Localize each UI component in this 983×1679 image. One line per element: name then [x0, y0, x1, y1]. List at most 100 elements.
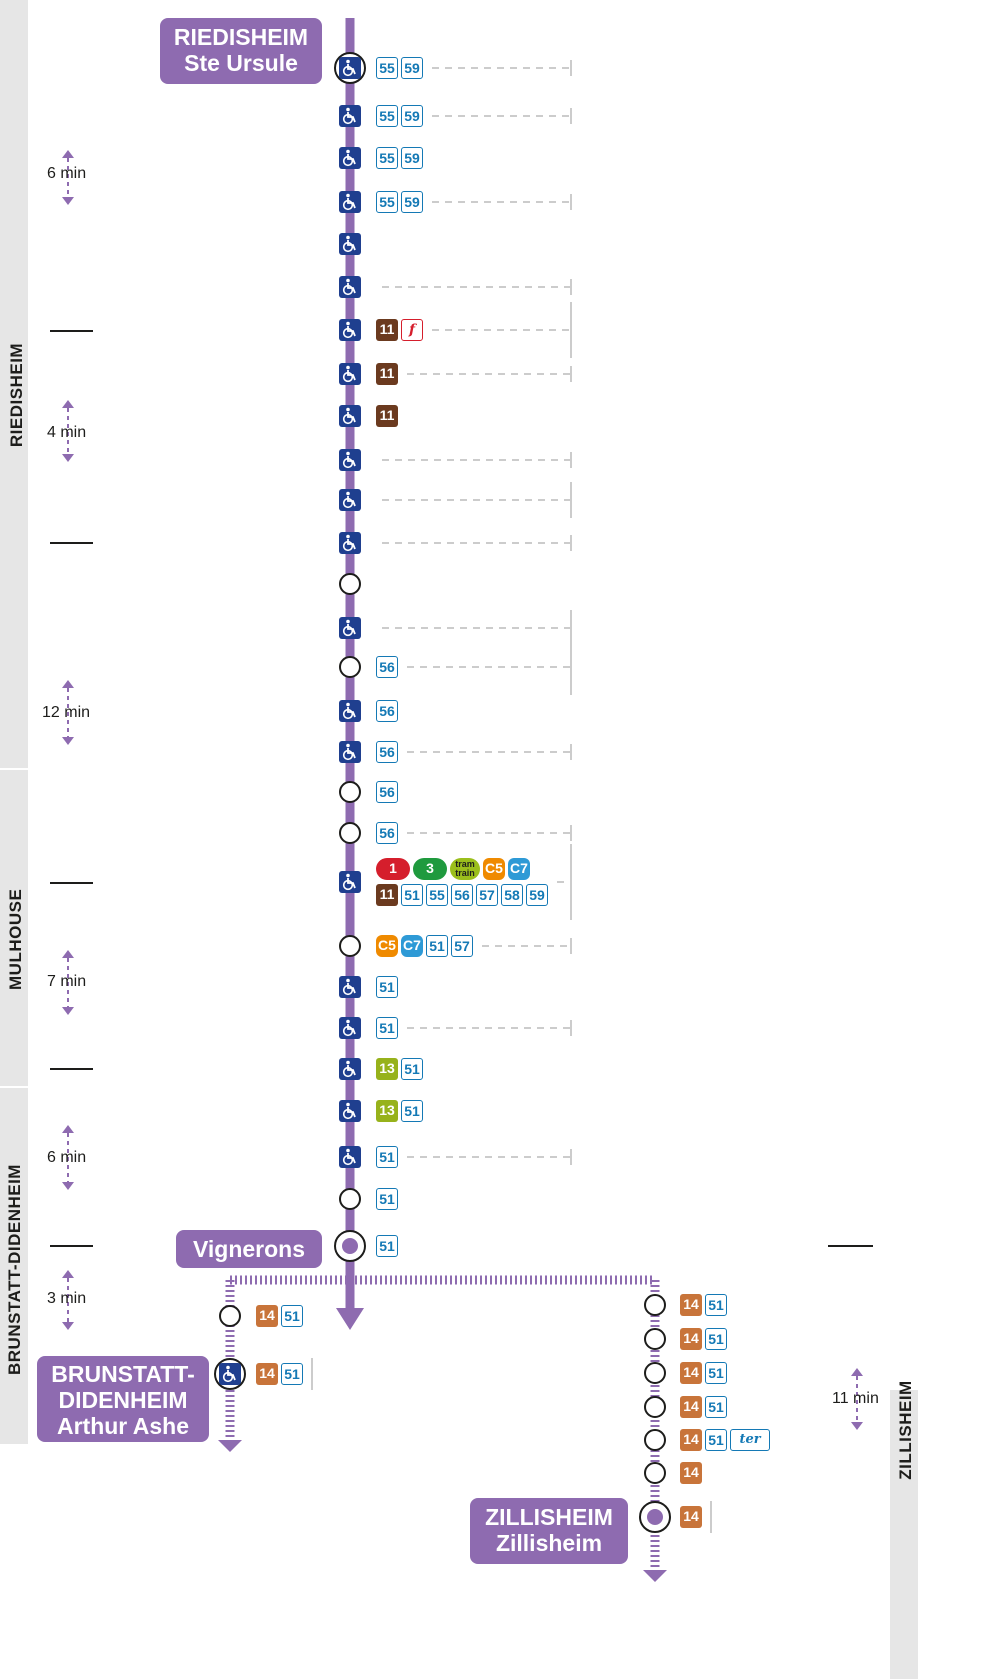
line-59-badge[interactable]: 59	[401, 105, 423, 127]
line-59-badge[interactable]: 59	[401, 57, 423, 79]
line-11-badge[interactable]: 11	[376, 884, 398, 906]
line-51-badge[interactable]: 51	[376, 976, 398, 998]
municipality-band-mulhouse	[0, 770, 28, 1086]
line-14-badge[interactable]: 14	[256, 1305, 278, 1327]
terminal-north[interactable]: RIEDISHEIM Ste Ursule	[160, 18, 322, 84]
time-arrow-up-icon	[62, 150, 74, 158]
line-57-badge[interactable]: 57	[451, 935, 473, 957]
line-59-badge[interactable]: 59	[401, 147, 423, 169]
line-56-badge[interactable]: 56	[376, 781, 398, 803]
wheelchair-icon	[342, 978, 356, 996]
line-3-badge[interactable]: 3	[413, 858, 447, 880]
terminal-brunstatt-stop: Arthur Ashe	[56, 1413, 190, 1439]
line-51-badge[interactable]: 51	[376, 1146, 398, 1168]
line-51-badge[interactable]: 51	[401, 1058, 423, 1080]
line-55-badge[interactable]: 55	[426, 884, 448, 906]
line-51-badge[interactable]: 51	[426, 935, 448, 957]
line-11-badge[interactable]: 11	[376, 363, 398, 385]
terminal-brunstatt[interactable]: BRUNSTATT- DIDENHEIM Arthur Ashe	[37, 1356, 209, 1442]
line-56-badge[interactable]: 56	[376, 700, 398, 722]
line-55-badge[interactable]: 55	[376, 147, 398, 169]
terminal-zillisheim[interactable]: ZILLISHEIM Zillisheim	[470, 1498, 628, 1564]
line-51-badge[interactable]: 51	[281, 1305, 303, 1327]
line-51-badge[interactable]: 51	[705, 1328, 727, 1350]
wheelchair-icon	[342, 451, 356, 469]
wheelchair-icon	[342, 1148, 356, 1166]
line-1-badge[interactable]: 1	[376, 858, 410, 880]
line-14-badge[interactable]: 14	[680, 1294, 702, 1316]
wheelchair-icon	[342, 619, 356, 637]
line-51-badge[interactable]: 51	[376, 1235, 398, 1257]
line-f-badge[interactable]: f	[401, 319, 423, 341]
line-55-badge[interactable]: 55	[376, 105, 398, 127]
stop-27-terminal-dot	[342, 1238, 358, 1254]
line-ter-badge[interactable]: ter	[730, 1429, 770, 1451]
time-arrow-up-icon	[62, 1270, 74, 1278]
line-11-badge[interactable]: 11	[376, 319, 398, 341]
wheelchair-icon	[342, 59, 356, 77]
line-59-badge[interactable]: 59	[526, 884, 548, 906]
stop-13-accessible-icon	[339, 617, 361, 639]
left-stop-0-stop-circle	[219, 1305, 241, 1327]
line-C7-badge[interactable]: C7	[401, 935, 423, 957]
line-14-badge[interactable]: 14	[680, 1429, 702, 1451]
line-11-badge[interactable]: 11	[376, 405, 398, 427]
terminal-vignerons[interactable]: Vignerons	[176, 1230, 322, 1268]
stop-17-stop-circle	[339, 781, 361, 803]
travel-time-3: 12 min	[42, 704, 91, 721]
line-51-badge[interactable]: 51	[705, 1396, 727, 1418]
line-C7-badge[interactable]: C7	[508, 858, 530, 880]
stop-9-accessible-icon	[339, 449, 361, 471]
stop-20-stop-circle	[339, 935, 361, 957]
time-arrow-up-icon	[62, 950, 74, 958]
line-56-badge[interactable]: 56	[376, 741, 398, 763]
line-51-badge[interactable]: 51	[376, 1188, 398, 1210]
time-arrow-up-icon	[851, 1368, 863, 1376]
time-arrow-up-icon	[62, 400, 74, 408]
terminal-brunstatt-city1: BRUNSTATT-	[51, 1361, 195, 1387]
line-C5-badge[interactable]: C5	[483, 858, 505, 880]
time-arrow-down-icon	[62, 197, 74, 205]
wheelchair-icon	[342, 149, 356, 167]
line-51-badge[interactable]: 51	[705, 1294, 727, 1316]
stop-8-accessible-icon	[339, 405, 361, 427]
line-14-badge[interactable]: 14	[680, 1396, 702, 1418]
stop-4-accessible-icon	[339, 233, 361, 255]
time-arrow-up-icon	[62, 680, 74, 688]
line-14-badge[interactable]: 14	[680, 1362, 702, 1384]
line-tram-train-badge[interactable]: tram train	[450, 858, 480, 880]
terminal-brunstatt-city2: DIDENHEIM	[58, 1387, 188, 1413]
line-56-badge[interactable]: 56	[376, 656, 398, 678]
line-51-badge[interactable]: 51	[705, 1429, 727, 1451]
line-55-badge[interactable]: 55	[376, 57, 398, 79]
stop-7-accessible-icon	[339, 363, 361, 385]
line-56-badge[interactable]: 56	[376, 822, 398, 844]
travel-time-7: 11 min	[832, 1390, 879, 1407]
line-14-badge[interactable]: 14	[256, 1363, 278, 1385]
line-56-badge[interactable]: 56	[451, 884, 473, 906]
line-13-badge[interactable]: 13	[376, 1100, 398, 1122]
line-51-badge[interactable]: 51	[401, 1100, 423, 1122]
line-57-badge[interactable]: 57	[476, 884, 498, 906]
terminal-vignerons-label: Vignerons	[192, 1236, 306, 1262]
line-55-badge[interactable]: 55	[376, 191, 398, 213]
line-51-badge[interactable]: 51	[376, 1017, 398, 1039]
line-51-badge[interactable]: 51	[705, 1362, 727, 1384]
line-51-badge[interactable]: 51	[401, 884, 423, 906]
line-14-badge[interactable]: 14	[680, 1328, 702, 1350]
wheelchair-icon	[222, 1365, 236, 1383]
line-51-badge[interactable]: 51	[281, 1363, 303, 1385]
stop-12-stop-circle	[339, 573, 361, 595]
wheelchair-icon	[342, 1060, 356, 1078]
line-59-badge[interactable]: 59	[401, 191, 423, 213]
stop-21-accessible-icon	[339, 976, 361, 998]
wheelchair-icon	[342, 1102, 356, 1120]
wheelchair-icon	[342, 702, 356, 720]
terminal-north-stop: Ste Ursule	[184, 50, 298, 76]
line-58-badge[interactable]: 58	[501, 884, 523, 906]
line-14-badge[interactable]: 14	[680, 1462, 702, 1484]
stop-22-accessible-icon	[339, 1017, 361, 1039]
line-C5-badge[interactable]: C5	[376, 935, 398, 957]
line-14-badge[interactable]: 14	[680, 1506, 702, 1528]
line-13-badge[interactable]: 13	[376, 1058, 398, 1080]
